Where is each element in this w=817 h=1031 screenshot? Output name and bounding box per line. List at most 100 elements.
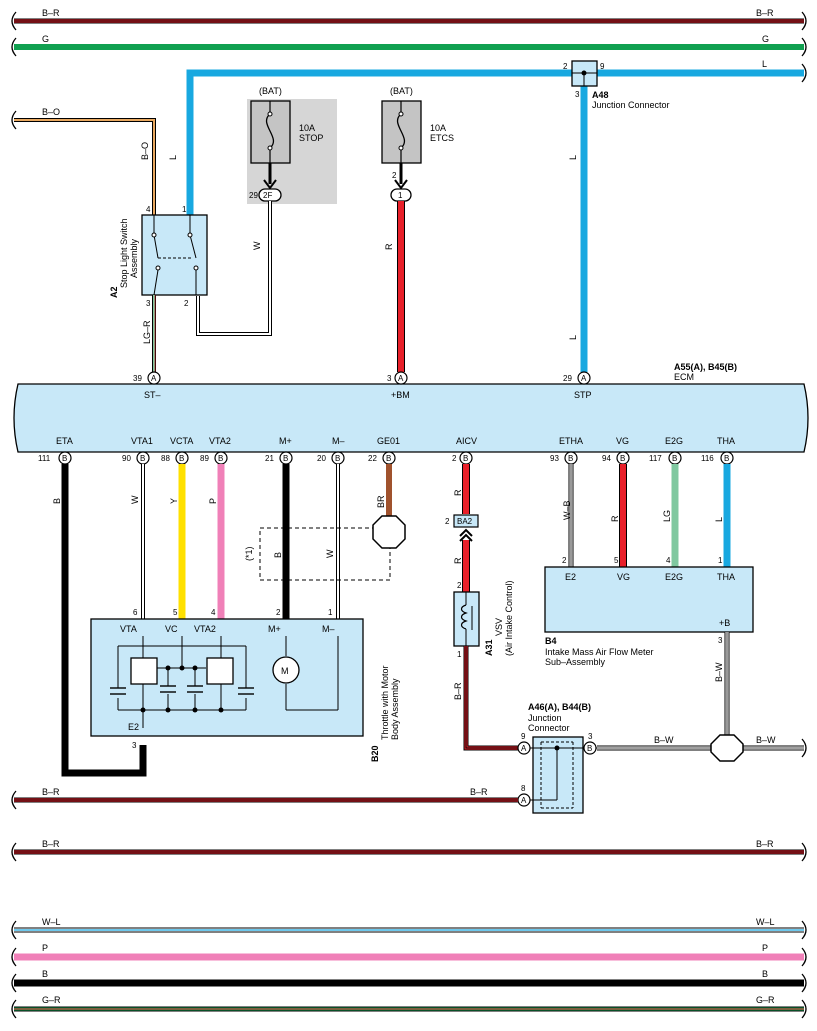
fuse-stop-supply: (BAT) xyxy=(259,86,282,96)
throttle-name-2: Body Assembly xyxy=(390,678,400,740)
shield-box: (*1) xyxy=(244,527,391,581)
ecm-pin-ge01-num: 22 xyxy=(368,454,377,463)
wire-bw-horizontal: B–W B–W xyxy=(597,734,807,762)
fuse-stop-conn: 2F xyxy=(263,191,272,200)
wire-label-r-aicv-2: R xyxy=(453,557,463,564)
wire-label-y-vcta: Y xyxy=(169,498,179,504)
wire-l-tha: L xyxy=(714,464,731,567)
junction-pin9: 9 xyxy=(521,732,526,741)
a48-name: Junction Connector xyxy=(592,100,670,110)
switch-pin-3: 3 xyxy=(146,299,151,308)
junction-pin8: 8 xyxy=(521,784,526,793)
motor-icon xyxy=(272,656,300,684)
ecm-bottom-pin-etha: ETHA B 93 xyxy=(550,436,583,465)
bus-label-br-left: B–R xyxy=(42,8,60,18)
bottom-bus-p: P P xyxy=(11,943,807,967)
wire-bo: B–O B–O xyxy=(11,107,156,215)
fuse-etcs-pin: 2 xyxy=(392,171,397,180)
ecm-pin-mminus-conn: B xyxy=(335,454,340,463)
throttle-id: B20 xyxy=(370,745,380,762)
throttle-pin-vta2-num: 4 xyxy=(211,608,216,617)
wire-br-ge01: BR xyxy=(372,464,406,549)
ecm-top-pin-st-conn: A xyxy=(151,374,157,383)
a48-pin-2: 2 xyxy=(563,62,568,71)
wire-label-r-bm: R xyxy=(384,243,394,250)
throttle-pin-mplus-label: M+ xyxy=(268,624,281,634)
ecm-bottom-pin-tha: THA B 116 xyxy=(701,436,735,465)
ecm-pin-mplus-label: M+ xyxy=(279,436,292,446)
wire-r-vg: R xyxy=(610,464,627,567)
wire-label-l-right: L xyxy=(762,59,767,69)
fuse-etcs-name: ETCS xyxy=(430,133,454,143)
ecm-pin-mplus-conn: B xyxy=(283,454,288,463)
ecm-bottom-pin-vta2: VTA2 B 89 xyxy=(200,436,231,465)
wire-lgr: LG–R xyxy=(142,295,156,372)
throttle-e2-label: E2 xyxy=(128,722,139,732)
wire-label-w-mminus: W xyxy=(325,549,335,558)
wire-label-l-stp-1: L xyxy=(568,155,578,160)
junction-pin8-conn: A xyxy=(521,796,527,805)
ecm-pin-aicv-conn: B xyxy=(463,454,468,463)
stop-light-switch: 4 1 3 2 A2 Stop Light Switch Assembly xyxy=(109,205,208,308)
ecm-pin-mplus-num: 21 xyxy=(265,454,274,463)
throttle-motor-label: M xyxy=(281,666,289,676)
ecm-pin-eta-conn: B xyxy=(62,454,67,463)
ecm-pin-tha-num: 116 xyxy=(701,454,714,463)
ecm-pin-etha-label: ETHA xyxy=(559,436,583,446)
wire-w-vta1: W xyxy=(130,464,145,619)
ecm-top-pin-st-label: ST– xyxy=(144,390,161,400)
vsv-name-2: (Air Intake Control) xyxy=(504,580,514,656)
wire-l-stp: L L xyxy=(568,86,588,372)
bus-label-b-right: B xyxy=(762,969,768,979)
vsv-pin-top: 2 xyxy=(457,581,462,590)
wire-label-br-vsv: B–R xyxy=(453,682,463,700)
maf-name: Intake Mass Air Flow Meter xyxy=(545,647,654,657)
ecm-pin-vcta-label: VCTA xyxy=(170,436,193,446)
ecm-id: A55(A), B45(B) xyxy=(674,362,737,372)
wire-label-lgr: LG–R xyxy=(142,320,152,344)
bus-label-br-right: B–R xyxy=(756,8,774,18)
wire-label-lg-e2g: LG xyxy=(662,510,672,522)
ba2-pin: 2 xyxy=(445,517,450,526)
bus-label-br1-right: B–R xyxy=(470,787,488,797)
bus-label-br2-left: B–R xyxy=(42,839,60,849)
throttle-pin-vta2-label: VTA2 xyxy=(194,624,216,634)
ecm-bottom-pin-mplus: M+ B 21 xyxy=(265,436,293,465)
ecm-pin-vcta-num: 88 xyxy=(161,454,170,463)
bottom-bus-br-1: B–R B–R xyxy=(11,787,518,810)
bottom-bus-b: B B xyxy=(11,969,807,993)
switch-name-2: Assembly xyxy=(129,238,139,278)
throttle-b20: 6 VTA 5 VC 4 VTA2 2 M+ 1 M– E2 3 xyxy=(90,608,400,762)
wire-b-mplus: B xyxy=(273,464,290,619)
a48-pin-3: 3 xyxy=(575,90,580,99)
wire-r-aicv: R BA2 2 R xyxy=(445,464,479,592)
wire-label-bw-maf: B–W xyxy=(714,662,724,682)
junction-pin9-conn: A xyxy=(521,744,527,753)
vsv-id: A31 xyxy=(484,639,494,656)
ecm-name: ECM xyxy=(674,372,694,382)
ecm-top-pin-bm-conn: A xyxy=(398,374,404,383)
fuse-etcs: (BAT) 10A ETCS 1 2 xyxy=(381,86,454,202)
junction-a46-b44: A46(A), B44(B) Junction Connector A 9 B … xyxy=(517,702,597,814)
wire-label-l-stp-2: L xyxy=(568,335,578,340)
wire-label-bo-vertical: B–O xyxy=(140,142,150,160)
ecm-top-pin-bm: A 3 +BM xyxy=(387,371,410,400)
ecm-module: A55(A), B45(B) ECM xyxy=(13,362,809,453)
ecm-pin-eta-num: 111 xyxy=(38,454,51,463)
bus-label-br1-left: B–R xyxy=(42,787,60,797)
maf-pin-e2g-label: E2G xyxy=(665,572,683,582)
ecm-top-pin-bm-num: 3 xyxy=(387,374,392,383)
wire-label-w-stop: W xyxy=(252,241,262,250)
throttle-pin-mminus-label: M– xyxy=(322,624,335,634)
ecm-pin-mminus-num: 20 xyxy=(317,454,326,463)
fuse-stop-rating: 10A xyxy=(299,123,315,133)
bus-label-g-left: G xyxy=(42,34,49,44)
ecm-pin-aicv-num: 2 xyxy=(452,454,457,463)
maf-name-2: Sub–Assembly xyxy=(545,657,606,667)
ecm-pin-ge01-conn: B xyxy=(386,454,391,463)
junction-name-2: Connector xyxy=(528,723,570,733)
shield-note: (*1) xyxy=(244,546,254,561)
ecm-pin-vta2-conn: B xyxy=(218,454,223,463)
switch-pin-4: 4 xyxy=(146,205,151,214)
